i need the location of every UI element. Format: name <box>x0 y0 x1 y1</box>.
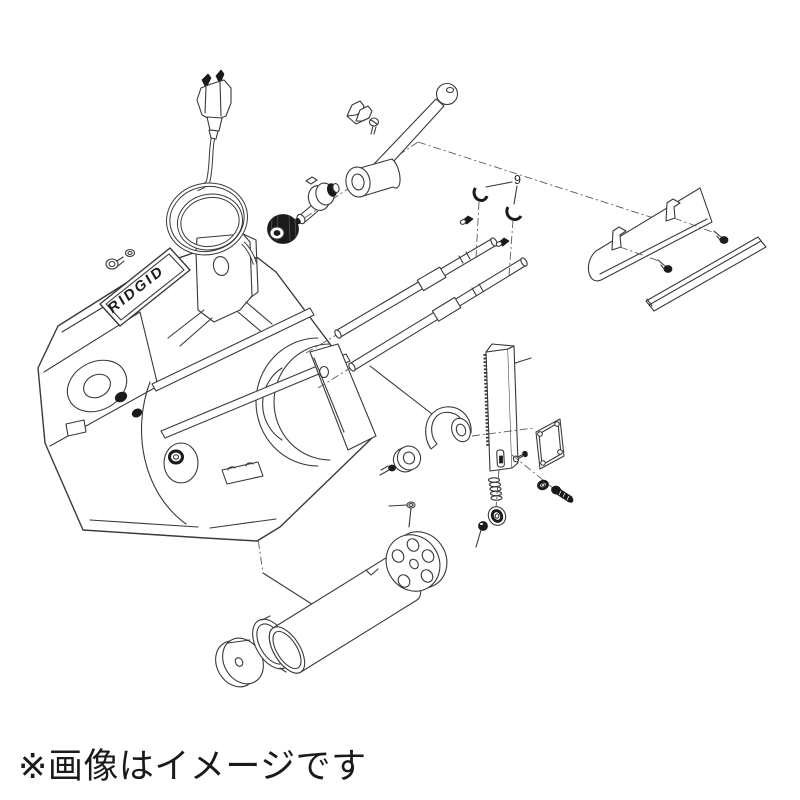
handle-ball-knob <box>437 84 458 105</box>
ball-detent-pin <box>476 522 488 548</box>
support-rods: 9 <box>306 173 528 388</box>
exploded-parts-diagram: RIDGID <box>0 0 800 745</box>
pivot-nut <box>389 502 415 527</box>
gear-housing-boss <box>164 443 198 483</box>
rack-bar-assembly <box>389 344 531 547</box>
plate-screw <box>552 486 574 503</box>
power-cord-assembly <box>162 70 255 264</box>
machine-body: RIDGID <box>38 234 376 541</box>
spring <box>489 478 503 500</box>
exploded-diagram-image: RIDGID <box>0 0 800 745</box>
rod-set-screw <box>496 238 509 247</box>
wear-strip <box>646 237 766 311</box>
retaining-clip <box>474 188 487 200</box>
image-disclaimer-caption: ※画像はイメージです <box>18 747 367 786</box>
handle-clamp <box>347 101 379 134</box>
housing-washer <box>126 250 135 257</box>
gear-shaft-assembly <box>268 177 341 244</box>
part-number-label: 9 <box>514 173 521 187</box>
bearing-hole-icon <box>114 390 129 404</box>
power-plug <box>197 70 231 139</box>
die-head-plate <box>376 522 458 602</box>
chip-guard-cover <box>588 188 728 281</box>
carriage-rail-lower <box>161 354 350 438</box>
cover-plate <box>536 419 564 469</box>
lifting-bracket <box>168 234 272 346</box>
rod-set-screw <box>460 216 473 225</box>
shaft-key <box>306 177 317 184</box>
knurled-gear <box>268 215 299 244</box>
retaining-clip <box>507 207 521 220</box>
roller-tube-assembly <box>208 522 458 695</box>
cover-screw <box>714 231 728 244</box>
roller-bolt <box>380 465 396 475</box>
part-label-9: 9 <box>486 173 521 204</box>
roller-wheel <box>380 443 424 475</box>
housing-screw <box>106 257 124 269</box>
carriage-rail-upper <box>152 308 314 391</box>
roller-yoke <box>370 366 534 449</box>
bearing-flange <box>485 504 508 528</box>
cover-screw <box>658 260 672 273</box>
handle-assembly <box>344 84 458 199</box>
end-disc <box>208 631 272 695</box>
plate-washer <box>538 480 549 490</box>
